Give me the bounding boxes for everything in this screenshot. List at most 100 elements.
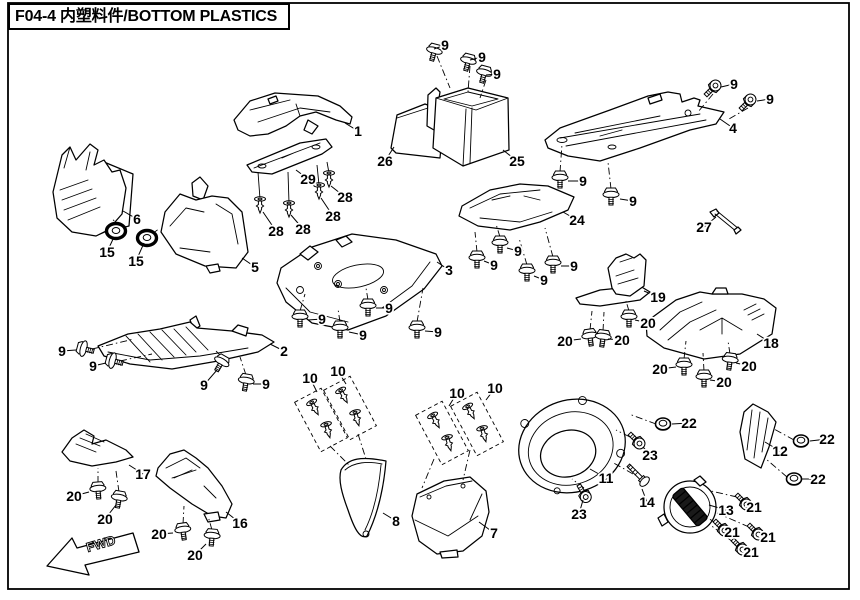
callout-leader (506, 247, 519, 252)
bolt-icon (173, 521, 193, 542)
part-number-label: 20 (640, 315, 656, 331)
bolt-icon (675, 357, 693, 376)
bolt-icon (331, 320, 349, 339)
callout-leader (122, 210, 138, 220)
part-number-label: 22 (681, 415, 697, 431)
part-number-label: 12 (772, 443, 788, 459)
part-24-drawing (458, 183, 575, 231)
part-number-label: 5 (251, 259, 259, 275)
callout-leader (106, 236, 115, 253)
part-29-drawing (246, 138, 333, 175)
part-16-drawing (155, 449, 233, 523)
fwd-arrow: FWD (46, 532, 140, 576)
callout-leader (642, 446, 651, 456)
callout-leader (485, 387, 496, 401)
bolt-icon (88, 480, 108, 501)
part-number-label: 9 (766, 91, 774, 107)
callout-leader (290, 214, 304, 230)
part-number-label: 9 (318, 311, 326, 327)
part-number-label: 9 (478, 49, 486, 65)
bolt-icon (620, 309, 638, 328)
part-number-label: 9 (89, 358, 97, 374)
part-number-label: 27 (696, 219, 712, 235)
part-5-drawing (160, 176, 249, 274)
part-13-drawing (657, 475, 717, 534)
callout-leader (104, 504, 117, 520)
grommet-icon (104, 221, 128, 241)
callout-leader (709, 379, 725, 383)
callout-leader (641, 488, 648, 503)
part-number-label: 15 (128, 253, 144, 269)
callout-leader (703, 216, 717, 228)
bolt-icon (602, 187, 620, 206)
callout-leader (320, 197, 334, 217)
part-number-label: 10 (487, 380, 503, 396)
part-number-label: 3 (445, 262, 453, 278)
part-number-label: 23 (571, 506, 587, 522)
callout-leader (61, 349, 77, 352)
part-number-label: 9 (359, 327, 367, 343)
part-number-label: 10 (302, 370, 318, 386)
part-25-drawing (426, 87, 510, 167)
part-number-label: 20 (66, 488, 82, 504)
part-number-label: 28 (337, 189, 353, 205)
part-number-label: 29 (300, 171, 316, 187)
bolt-icon (695, 369, 713, 388)
callout-leader (743, 547, 752, 553)
part-drawings (52, 87, 777, 559)
callout-leader (578, 499, 584, 515)
part-number-label: 18 (763, 335, 779, 351)
part-number-label: 9 (579, 173, 587, 189)
callout-leader (671, 422, 690, 425)
bolt-icon (518, 263, 536, 282)
nut-icon (785, 472, 803, 486)
bolt-icon (236, 372, 256, 393)
callout-leader (756, 333, 772, 344)
socket-icon (701, 77, 724, 100)
part-number-label: 9 (58, 343, 66, 359)
callout-leader (269, 343, 285, 352)
callout-leader (384, 146, 395, 162)
callout-leader (719, 118, 734, 129)
part-number-label: 14 (639, 494, 655, 510)
callout-leader (128, 464, 144, 475)
part-number-label: 24 (569, 212, 585, 228)
callout-leader (424, 330, 439, 333)
part-number-label: 11 (599, 470, 614, 486)
part-number-label: 9 (514, 243, 522, 259)
bolt-icon (74, 338, 97, 360)
nut-icon (792, 434, 810, 448)
callout-leader (564, 338, 582, 342)
callout-leader (262, 211, 277, 232)
part-number-label: 8 (392, 513, 400, 529)
callout-leader (708, 504, 727, 511)
callout-leader (433, 44, 446, 50)
callout-leader (344, 122, 359, 132)
part-number-label: 9 (570, 258, 578, 274)
part-number-label: 21 (724, 524, 740, 540)
callout-leader (756, 98, 771, 102)
callout-leader (659, 366, 677, 370)
screw-icon (623, 460, 652, 489)
part-number-label: 20 (652, 361, 668, 377)
part-number-label: 25 (509, 153, 525, 169)
callout-leader (448, 392, 458, 407)
rivet-icon (254, 196, 266, 214)
callout-leader (764, 441, 781, 452)
callout-leader (589, 468, 607, 479)
callout-leader (309, 377, 318, 393)
part-19-drawing (575, 253, 651, 307)
rivet-icon (283, 200, 295, 218)
part-number-label: 6 (133, 211, 141, 227)
part-number-label: 23 (642, 447, 658, 463)
part-number-label: 28 (295, 221, 311, 237)
callout-leader (158, 532, 174, 535)
part-number-label: 21 (743, 544, 759, 560)
page-title: F04-4 内塑料件/BOTTOM PLASTICS (15, 8, 278, 25)
clipkit-icon (295, 388, 348, 452)
grommet-icon (135, 228, 159, 248)
part-12-drawing (739, 403, 777, 469)
callout-leader (241, 257, 256, 268)
callout-leader (348, 331, 364, 336)
part-number-label: 20 (187, 547, 203, 563)
